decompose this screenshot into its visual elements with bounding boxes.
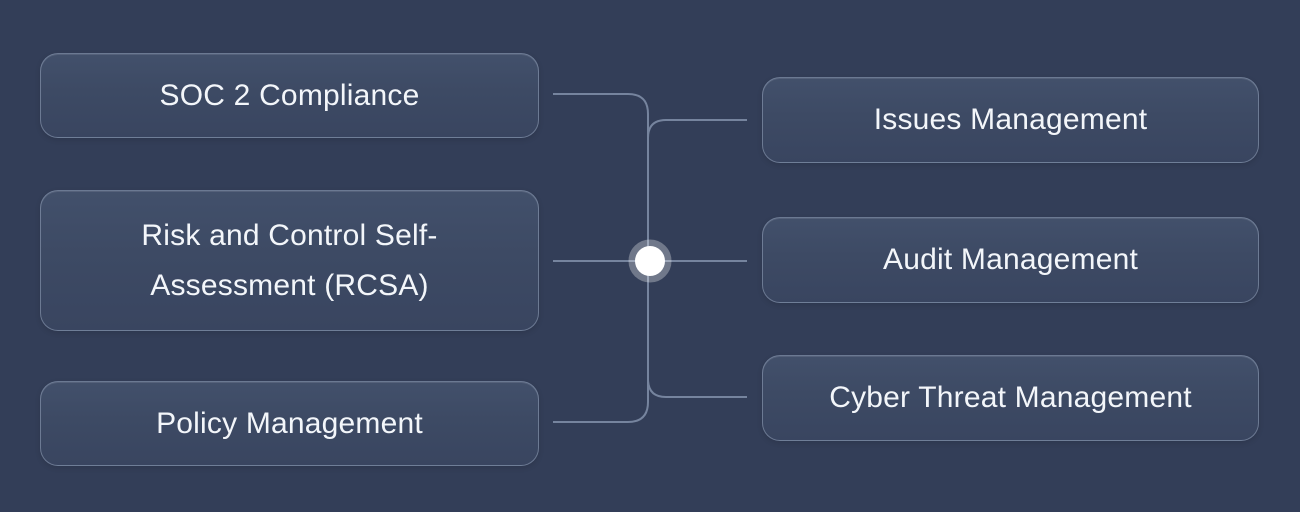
node-cyber-threat-management[interactable]: Cyber Threat Management <box>762 355 1259 441</box>
node-policy-management[interactable]: Policy Management <box>40 381 539 466</box>
node-risk-control-self-assessment[interactable]: Risk and Control Self-Assessment (RCSA) <box>40 190 539 331</box>
node-soc-2-compliance[interactable]: SOC 2 Compliance <box>40 53 539 138</box>
node-label: Audit Management <box>882 243 1139 276</box>
connector-branch-cyber <box>647 378 747 398</box>
node-label: Issues Management <box>873 103 1148 136</box>
node-issues-management[interactable]: Issues Management <box>762 77 1259 163</box>
node-label: Policy Management <box>156 406 423 440</box>
node-audit-management[interactable]: Audit Management <box>762 217 1259 303</box>
connector-branch-issues <box>647 119 747 139</box>
connector-left-branches <box>553 93 649 423</box>
central-hub-node[interactable] <box>635 246 665 276</box>
node-label: SOC 2 Compliance <box>159 78 420 112</box>
node-label: Cyber Threat Management <box>829 381 1192 414</box>
node-label: Risk and Control Self-Assessment (RCSA) <box>141 218 438 302</box>
